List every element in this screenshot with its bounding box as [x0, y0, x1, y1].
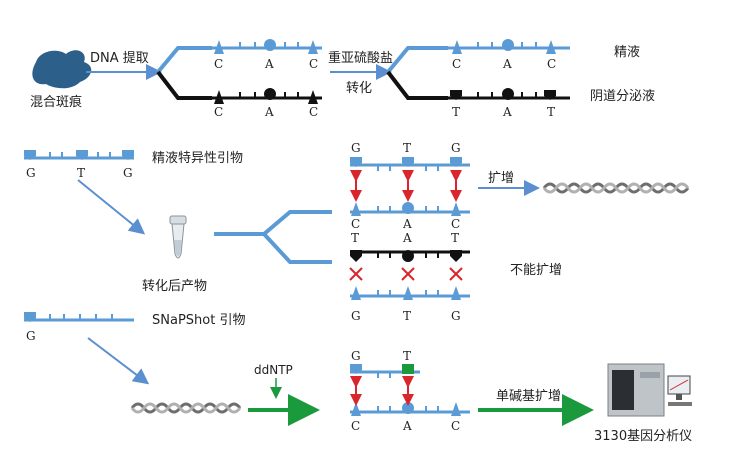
- base-letter: T: [451, 231, 459, 245]
- snapshot-primer-label: SNaPShot 引物: [152, 313, 245, 328]
- fork-1-top: [156, 46, 212, 74]
- base-letter: A: [264, 57, 274, 71]
- strand-snapshot-primer: [24, 312, 134, 322]
- semen-primer-label: 精液特异性引物: [152, 151, 243, 166]
- strand-sbe-bottom: [350, 402, 470, 416]
- base-letter: G: [451, 309, 461, 323]
- base-letter: A: [402, 217, 412, 231]
- base-letter: T: [403, 309, 411, 323]
- base-letter: T: [351, 231, 359, 245]
- snapshot-to-helix-arrow: [87, 337, 150, 385]
- base-letter: C: [214, 105, 223, 119]
- stain-label: 混合斑痕: [30, 94, 82, 110]
- converted-label: 转化后产物: [142, 279, 207, 294]
- base-letter: T: [403, 349, 411, 363]
- dna-helix-icon: [130, 402, 242, 414]
- base-letter: C: [547, 57, 556, 71]
- base-letter: G: [123, 166, 133, 180]
- base-letter: C: [214, 57, 223, 71]
- base-letter: G: [351, 141, 361, 155]
- mismatch-marks: [349, 267, 463, 281]
- base-letter: C: [452, 57, 461, 71]
- base-letter: G: [351, 309, 361, 323]
- base-letter: C: [351, 217, 360, 231]
- base-letter: T: [452, 105, 460, 119]
- single-base-label: 单碱基扩增: [496, 389, 561, 404]
- base-letter: T: [77, 166, 85, 180]
- base-letter: C: [309, 105, 318, 119]
- fork-3: [214, 210, 332, 264]
- amplify-label: 扩增: [488, 171, 514, 186]
- base-letter: G: [26, 329, 36, 343]
- strand-semen-primer: [24, 150, 134, 160]
- fork-2-bottom: [386, 70, 448, 100]
- semen-label: 精液: [614, 45, 640, 60]
- base-letter: T: [547, 105, 555, 119]
- base-letter: T: [403, 141, 411, 155]
- extract-label: DNA 提取: [90, 50, 149, 66]
- no-amplify-label: 不能扩增: [510, 263, 562, 278]
- fork-2-top: [386, 46, 448, 74]
- base-letter: A: [264, 105, 274, 119]
- strand-template-black: [350, 250, 470, 262]
- strand-semen: [448, 39, 570, 54]
- vaginal-label: 阴道分泌液: [590, 89, 655, 104]
- base-letter: A: [502, 57, 512, 71]
- fork-1-bottom: [156, 70, 212, 100]
- base-letter: C: [451, 217, 460, 231]
- base-letter: A: [502, 105, 512, 119]
- instrument-label: 3130基因分析仪: [594, 429, 692, 444]
- base-letter: G: [451, 141, 461, 155]
- strand-primer-bottom: [350, 286, 470, 300]
- base-letter: G: [351, 349, 361, 363]
- ddntp-label: ddNTP: [254, 363, 293, 377]
- stain-blob-icon: [32, 50, 92, 89]
- bisulfite-label-2: 转化: [346, 81, 372, 96]
- tube-icon: [169, 215, 187, 259]
- strand-vaginal: [448, 88, 570, 100]
- strand-sbe-top: [350, 364, 420, 378]
- analyzer-icon: [607, 363, 692, 417]
- base-letter: A: [402, 419, 412, 433]
- sbe-match-arrows: [350, 376, 414, 406]
- match-arrows: [350, 170, 462, 202]
- base-letter: C: [351, 419, 360, 433]
- strand-template-blue: [350, 202, 470, 216]
- strand-extract-bottom: [212, 88, 322, 104]
- base-letter: C: [451, 419, 460, 433]
- strand-primer-top: [350, 157, 470, 171]
- primer-to-tube-arrow: [77, 179, 146, 235]
- base-letter: C: [309, 57, 318, 71]
- strand-extract-top: [212, 39, 322, 54]
- base-letter: A: [402, 231, 412, 245]
- bisulfite-label-1: 重亚硫酸盐: [328, 50, 393, 66]
- dna-helix-icon: [542, 182, 690, 194]
- base-letter: G: [26, 166, 36, 180]
